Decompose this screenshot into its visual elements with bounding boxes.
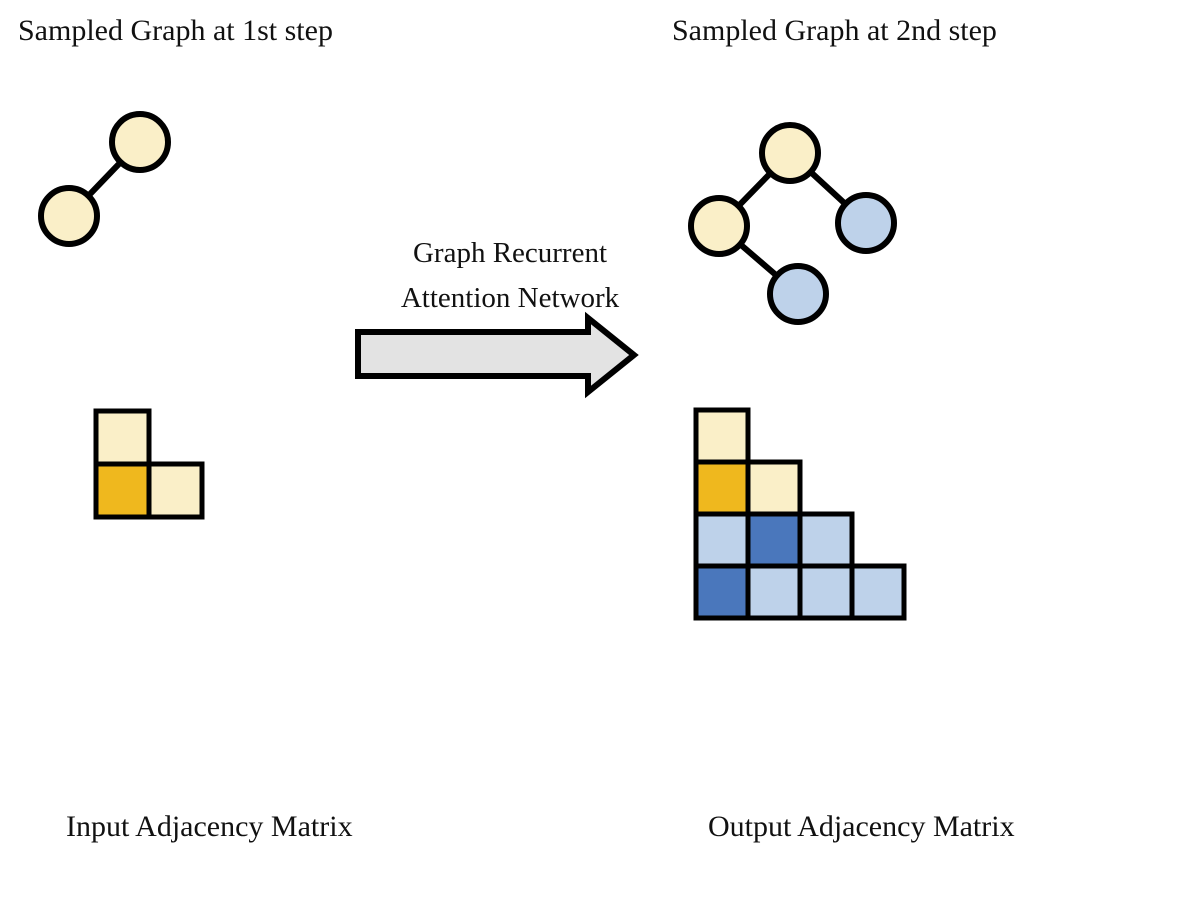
graph-left-node-n2[interactable] [38, 185, 100, 247]
matrix-output-cell-r0-c0[interactable] [693, 407, 751, 465]
graph-right [688, 122, 897, 325]
matrix-output-cell-r2-c2[interactable] [797, 511, 855, 569]
transition-arrow [355, 311, 639, 399]
graph-right-node-n4[interactable] [767, 263, 829, 325]
graph-right-node-n3[interactable] [835, 192, 897, 254]
graph-right-node-n1[interactable] [759, 122, 821, 184]
graph-right-node-n2[interactable] [688, 195, 750, 257]
matrix-input-cell-r0-c0[interactable] [93, 408, 152, 467]
graph-left-node-n1[interactable] [109, 111, 171, 173]
matrix-output-cell-r3-c0[interactable] [693, 563, 751, 621]
matrix-input-cell-r1-c1[interactable] [146, 461, 205, 520]
caption-input-adjacency-matrix: Input Adjacency Matrix [66, 810, 353, 843]
matrix-input-cell-r1-c0[interactable] [93, 461, 152, 520]
title-sampled-graph-step2: Sampled Graph at 2nd step [672, 14, 997, 47]
graph-left [38, 111, 171, 247]
matrix-output [693, 407, 907, 621]
arrow-label-line1: Graph Recurrent [412, 237, 608, 269]
arrow-label-graph-recurrent-attention-network: Graph Recurrent Attention Network [370, 231, 650, 321]
matrix-output-cell-r1-c1[interactable] [745, 459, 803, 517]
matrix-output-cell-r3-c3[interactable] [849, 563, 907, 621]
caption-output-adjacency-matrix: Output Adjacency Matrix [708, 810, 1015, 843]
matrix-input [93, 408, 205, 520]
matrix-output-cell-r3-c1[interactable] [745, 563, 803, 621]
matrix-output-cell-r1-c0[interactable] [693, 459, 751, 517]
matrix-output-cell-r2-c0[interactable] [693, 511, 751, 569]
matrix-output-cell-r3-c2[interactable] [797, 563, 855, 621]
arrow-label-line2: Attention Network [400, 281, 620, 314]
title-sampled-graph-step1: Sampled Graph at 1st step [18, 14, 333, 47]
right-arrow-icon [355, 311, 639, 399]
matrix-output-cell-r2-c1[interactable] [745, 511, 803, 569]
